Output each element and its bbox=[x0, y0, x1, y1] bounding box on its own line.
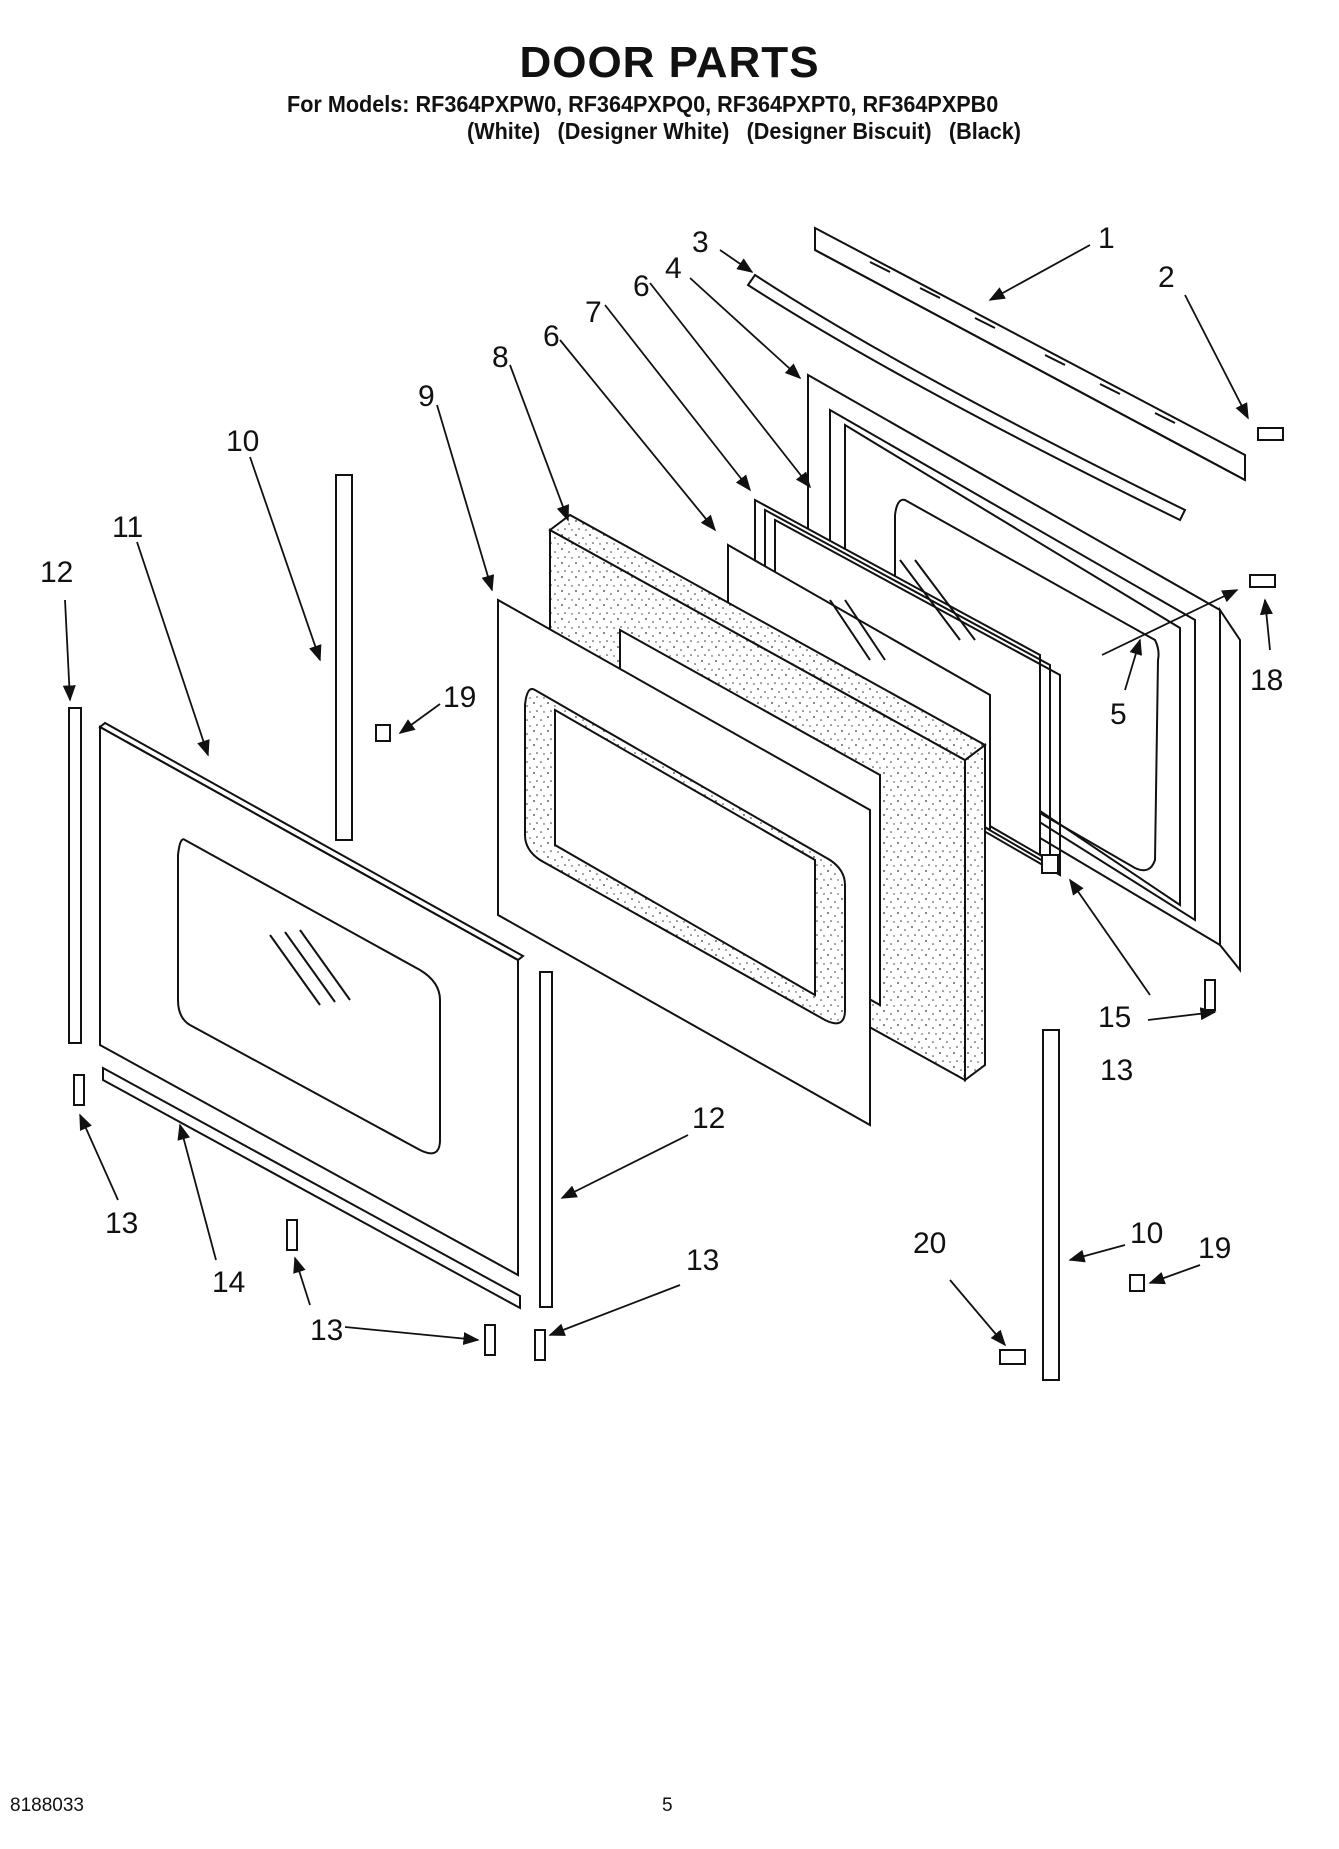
callout-13-b: 13 bbox=[310, 1314, 343, 1347]
callout-11: 11 bbox=[112, 511, 143, 544]
door-liner bbox=[497, 598, 871, 1127]
callout-5: 5 bbox=[1110, 698, 1127, 731]
callout-14: 14 bbox=[212, 1266, 245, 1299]
door-hinge-left bbox=[335, 474, 353, 841]
callout-13-c: 13 bbox=[686, 1244, 719, 1277]
screws bbox=[73, 427, 1284, 1365]
callout-labels: 1 2 3 4 5 6 6 7 8 9 10 10 11 12 12 13 13… bbox=[40, 222, 1283, 1347]
variant-white: (White) bbox=[467, 118, 541, 144]
callout-13-d: 13 bbox=[1100, 1054, 1133, 1087]
callout-2: 2 bbox=[1158, 261, 1175, 294]
callout-18: 18 bbox=[1250, 664, 1283, 697]
callout-10-b: 10 bbox=[1130, 1217, 1163, 1250]
callout-12-a: 12 bbox=[40, 556, 73, 589]
variant-designer-biscuit: (Designer Biscuit) bbox=[746, 118, 932, 144]
page-title: DOOR PARTS bbox=[519, 38, 820, 87]
door-gasket bbox=[894, 498, 1160, 872]
callout-19-b: 19 bbox=[1198, 1232, 1231, 1265]
callout-8: 8 bbox=[492, 341, 509, 374]
door-hinge-right bbox=[1042, 1029, 1060, 1381]
page-number: 5 bbox=[662, 1795, 673, 1816]
variant-black: (Black) bbox=[948, 118, 1021, 144]
callout-20: 20 bbox=[913, 1227, 946, 1260]
bottom-door-trim bbox=[102, 1066, 521, 1310]
outer-door-glass bbox=[98, 721, 525, 1277]
callout-3: 3 bbox=[692, 226, 709, 259]
side-trim-right bbox=[539, 971, 553, 1308]
callout-9: 9 bbox=[418, 380, 435, 413]
callout-6-b: 6 bbox=[543, 320, 560, 353]
callout-19-a: 19 bbox=[443, 681, 476, 714]
variant-designer-white: (Designer White) bbox=[557, 118, 730, 144]
models-line: For Models: RF364PXPW0, RF364PXPQ0, RF36… bbox=[287, 91, 999, 117]
model-variants: (White) (Designer White) (Designer Biscu… bbox=[467, 118, 1032, 145]
callout-12-b: 12 bbox=[692, 1102, 725, 1135]
vent-trim bbox=[814, 226, 1246, 482]
callout-7: 7 bbox=[585, 296, 602, 329]
callout-10-a: 10 bbox=[226, 425, 259, 458]
callout-15: 15 bbox=[1098, 1001, 1131, 1034]
callout-13-a: 13 bbox=[105, 1207, 138, 1240]
callout-1: 1 bbox=[1098, 222, 1115, 255]
document-number: 8188033 bbox=[10, 1795, 84, 1816]
leader-lines bbox=[62, 244, 1273, 1347]
clips bbox=[375, 724, 1145, 1292]
callout-6-a: 6 bbox=[633, 270, 650, 303]
door-handle bbox=[746, 273, 1187, 522]
side-trim-left bbox=[68, 707, 82, 1044]
callout-4: 4 bbox=[665, 252, 682, 285]
